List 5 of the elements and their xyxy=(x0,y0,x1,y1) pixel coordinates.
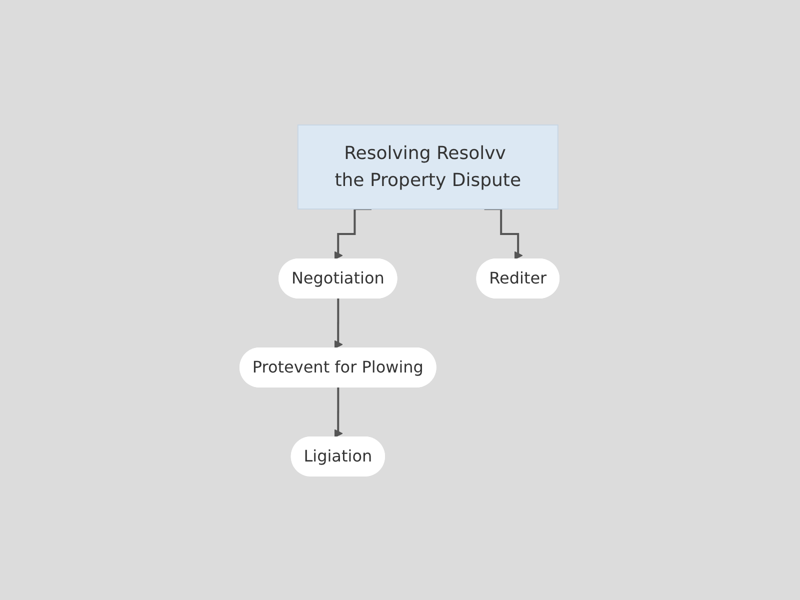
arrow xyxy=(334,208,372,260)
arrow xyxy=(334,386,344,438)
arrow xyxy=(334,297,344,348)
node-box: Resolving Resolvv the Property Dispute xyxy=(298,124,559,209)
arrow xyxy=(484,208,524,260)
